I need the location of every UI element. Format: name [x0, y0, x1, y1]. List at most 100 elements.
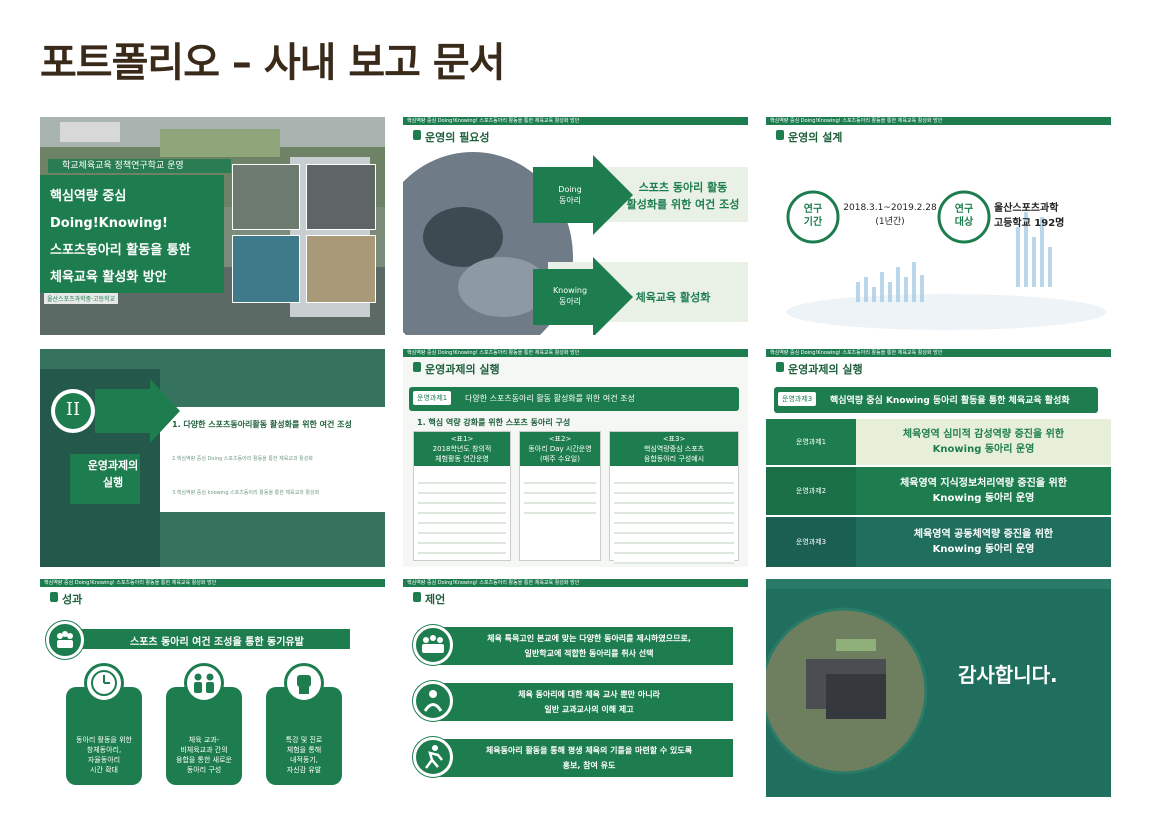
- circle-research-period: 연구 기간: [788, 203, 838, 229]
- people-icon: [184, 663, 224, 703]
- clock-face: [91, 670, 117, 696]
- fist-icon: [284, 663, 324, 703]
- task-banner: 운영과제1 다양한 스포츠동아리 활동 활성화를 위한 여건 조성: [409, 387, 739, 411]
- results-banner: 스포츠 동아리 여건 조성을 통한 동기유발: [60, 629, 350, 649]
- task-row-tag: 운영과제3: [766, 517, 856, 567]
- slide1-title-line: 스포츠동아리 활동을 통한: [50, 243, 191, 258]
- task-row: 운영과제3 체육영역 공동체역량 증진을 위한 Knowing 동아리 운영: [766, 517, 1111, 567]
- table-caption-line: 융합동아리 구성예시: [643, 455, 705, 463]
- table-tag: <표1>: [450, 435, 474, 443]
- slide-design[interactable]: 핵심역량 중심 Doing!Knowing! 스포츠동아리 활동을 통한 체육교…: [766, 117, 1111, 335]
- circle-label-line: 기간: [803, 217, 823, 228]
- necessity-text-1: 스포츠 동아리 활동 활성화를 위한 여건 조성: [618, 179, 748, 213]
- slide-suggestions[interactable]: 핵심역량 중심 Doing!Knowing! 스포츠동아리 활동을 통한 체육교…: [403, 579, 748, 797]
- target-line: 울산스포츠과학: [994, 203, 1059, 214]
- result-card-line: 체험을 통해: [286, 746, 322, 754]
- task-text: 다양한 스포츠동아리 활동 활성화를 위한 여건 조성: [465, 394, 635, 403]
- slide5-title: 운영과제의 실행: [413, 361, 500, 377]
- slide9-graphics: [766, 579, 1111, 775]
- table-tag: <표2>: [548, 435, 572, 443]
- table-tag: <표3>: [662, 435, 686, 443]
- suggestion-line: 일반 교과교사의 이해 제고: [544, 705, 634, 714]
- period-line: (1년간): [875, 217, 905, 227]
- slide-header-strip: 핵심역량 중심 Doing!Knowing! 스포츠동아리 활동을 통한 체육교…: [403, 579, 748, 587]
- necessity-text-line: 활성화를 위한 여건 조성: [626, 198, 740, 211]
- result-card-line: 시간 확대: [90, 766, 118, 774]
- task-row-tag: 운영과제1: [766, 419, 856, 465]
- slide-section-divider[interactable]: II 운영과제의 실행 1. 다양한 스포츠동아리활동 활성화를 위한 여건 조…: [40, 349, 385, 567]
- arrow2-label: Knowing 동아리: [541, 285, 599, 307]
- slide-cover[interactable]: 학교체육교육 정책연구학교 운영 핵심역량 중심 Doing!Knowing! …: [40, 117, 385, 335]
- slide1-title-line: 체육교육 활성화 방안: [50, 270, 167, 285]
- result-card-line: 내적동기,: [290, 756, 318, 764]
- slide3-title: 운영의 설계: [776, 129, 842, 145]
- suggestion-line: 일반학교에 적합한 동아리를 취사 선택: [524, 649, 654, 658]
- result-card-line: 자신감 유발: [286, 766, 322, 774]
- slide-header-strip: 핵심역량 중심 Doing!Knowing! 스포츠동아리 활동을 통한 체육교…: [766, 117, 1111, 125]
- section-label: 운영과제의 실행: [78, 457, 148, 491]
- school-logo: 울산스포츠과학중·고등학교: [44, 293, 119, 304]
- research-period-text: 2018.3.1~2019.2.28 (1년간): [842, 201, 938, 229]
- page-title: 포트폴리오 – 사내 보고 문서: [40, 40, 506, 86]
- task-row-line: Knowing 동아리 운영: [932, 544, 1035, 555]
- table-card: <표3> 핵심역량중심 스포츠 융합동아리 구성예시: [609, 431, 739, 564]
- task-row: 운영과제1 체육영역 심미적 감성역량 증진을 위한 Knowing 동아리 운…: [766, 419, 1111, 465]
- result-card-line: 동아리 구성: [186, 766, 222, 774]
- results-icon-circle: [46, 621, 84, 659]
- table-placeholder: [524, 474, 596, 514]
- task-tag: 운영과제3: [778, 392, 817, 406]
- slide-necessity[interactable]: 핵심역량 중심 Doing!Knowing! 스포츠동아리 활동을 통한 체육교…: [403, 117, 748, 335]
- result-card-line: 융합을 통한 새로운: [176, 756, 232, 764]
- suggestion-row: 체육 특목고인 본교에 맞는 다양한 동아리를 제시하였으므로, 일반학교에 적…: [433, 627, 733, 665]
- suggestion-line: 체육 특목고인 본교에 맞는 다양한 동아리를 제시하였으므로,: [487, 634, 691, 643]
- result-card-line: 특강 및 진로: [285, 736, 323, 744]
- person-icon: [413, 681, 453, 721]
- group-icon: [413, 625, 453, 665]
- table-caption-line: 2018학년도 창의적: [432, 445, 492, 453]
- slide6-title: 운영과제의 실행: [776, 361, 863, 377]
- suggestion-line: 체육동아리 활동을 통해 평생 체육의 기틀을 마련할 수 있도록: [485, 746, 693, 755]
- result-card-line: 창체동아리,: [86, 746, 122, 754]
- table-caption-line: 체험활동 연간운영: [435, 455, 489, 463]
- slide-header-strip: 핵심역량 중심 Doing!Knowing! 스포츠동아리 활동을 통한 체육교…: [403, 117, 748, 125]
- task-row-line: 체육영역 지식정보처리역량 증진을 위한: [900, 478, 1067, 489]
- runner-icon: [413, 737, 453, 777]
- slide2-graphics: [403, 152, 748, 335]
- result-card-line: 비체육교과 간의: [180, 746, 228, 754]
- task-subheading: 1. 핵심 역량 강화를 위한 스포츠 동아리 구성: [417, 418, 571, 427]
- task-tag: 운영과제1: [413, 391, 452, 405]
- slide3-chart-graphic: [786, 190, 1106, 330]
- slide2-title: 운영의 필요성: [413, 129, 490, 145]
- task-row-tag: 운영과제2: [766, 467, 856, 515]
- results-banner-text: 스포츠 동아리 여건 조성을 통한 동기유발: [130, 637, 304, 648]
- section-numeral: II: [65, 399, 81, 420]
- slide-results[interactable]: 핵심역량 중심 Doing!Knowing! 스포츠동아리 활동을 통한 체육교…: [40, 579, 385, 797]
- slide-task3[interactable]: 핵심역량 중심 Doing!Knowing! 스포츠동아리 활동을 통한 체육교…: [766, 349, 1111, 567]
- people-glyph: [194, 673, 214, 693]
- arrow1-label-line: Doing: [558, 185, 582, 194]
- photo-thumbnail: [232, 235, 300, 303]
- slide4-background: [40, 349, 385, 567]
- section-label-line: 실행: [102, 476, 124, 489]
- task-row: 운영과제2 체육영역 지식정보처리역량 증진을 위한 Knowing 동아리 운…: [766, 467, 1111, 515]
- result-card: 체육 교과- 비체육교과 간의 융합을 통한 새로운 동아리 구성: [166, 687, 242, 785]
- thanks-text: 감사합니다.: [958, 663, 1058, 687]
- arrow1-label: Doing 동아리: [541, 184, 599, 206]
- necessity-text-2: 체육교육 활성화: [635, 291, 711, 304]
- slide-task1[interactable]: 핵심역량 중심 Doing!Knowing! 스포츠동아리 활동을 통한 체육교…: [403, 349, 748, 567]
- task-row-line: Knowing 동아리 운영: [932, 493, 1035, 504]
- slide1-title-box: 핵심역량 중심 Doing!Knowing! 스포츠동아리 활동을 통한 체육교…: [40, 175, 224, 293]
- circle-label-line: 연구: [954, 204, 974, 215]
- result-card: 동아리 활동을 위한 창체동아리, 자율동아리 시간 확대: [66, 687, 142, 785]
- person-glyph: [423, 690, 443, 712]
- result-card: 특강 및 진로 체험을 통해 내적동기, 자신감 유발: [266, 687, 342, 785]
- circle-label-line: 대상: [954, 217, 974, 228]
- slide-header-strip: 핵심역량 중심 Doing!Knowing! 스포츠동아리 활동을 통한 체육교…: [403, 349, 748, 357]
- slide1-title-line: 핵심역량 중심: [50, 189, 127, 204]
- arrow1-label-line: 동아리: [558, 196, 582, 205]
- group-glyph: [422, 635, 444, 653]
- circle-label-line: 연구: [803, 204, 823, 215]
- slide-header-strip: 핵심역량 중심 Doing!Knowing! 스포츠동아리 활동을 통한 체육교…: [766, 349, 1111, 357]
- slide-thanks[interactable]: 감사합니다.: [766, 579, 1111, 797]
- arrow2-label-line: 동아리: [558, 297, 582, 306]
